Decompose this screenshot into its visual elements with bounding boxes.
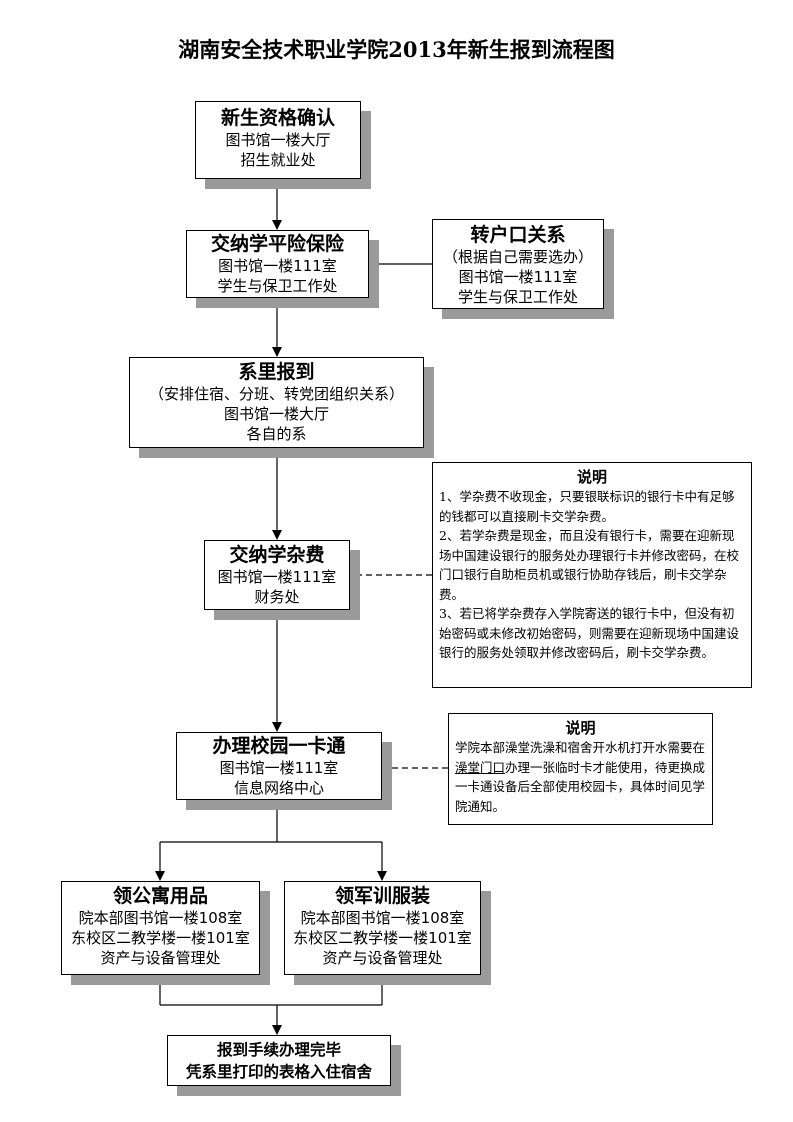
- note-item: 2、若学杂费是现金，而且没有银行卡，需要在迎新现场中国建设银行的服务处办理银行卡…: [439, 528, 740, 602]
- fees-note: 说明 1、学杂费不收现金，只要银联标识的银行卡中有足够的钱都可以直接刷卡交学杂费…: [432, 462, 752, 688]
- step-line: 图书馆一楼大厅: [225, 131, 331, 149]
- step-line: 学生与保卫工作处: [457, 288, 578, 306]
- step-line: 东校区二教学楼一楼101室: [71, 929, 250, 947]
- card-note: 说明 学院本部澡堂洗澡和宿舍开水机打开水需要在澡堂门口办理一张临时卡才能使用，待…: [448, 713, 713, 825]
- step-line: 东校区二教学楼一楼101室: [293, 929, 472, 947]
- note-title: 说明: [576, 468, 607, 486]
- step-fees: 交纳学杂费 图书馆一楼111室 财务处: [204, 540, 350, 610]
- step-line: 资产与设备管理处: [322, 949, 443, 967]
- final-line: 凭系里打印的表格入住宿舍: [185, 1063, 372, 1081]
- step-card: 办理校园一卡通 图书馆一楼111室 信息网络中心: [176, 732, 382, 800]
- note-item: 3、若已将学杂费存入学院寄送的银行卡中，但没有初始密码或未修改初始密码，则需要在…: [439, 606, 740, 660]
- step-line: （安排住宿、分班、转党团组织关系）: [148, 385, 404, 403]
- step-line: 图书馆一楼111室: [458, 268, 578, 286]
- step-uniform: 领军训服装 院本部图书馆一楼108室 东校区二教学楼一楼101室 资产与设备管理…: [284, 881, 481, 975]
- step-department: 系里报到 （安排住宿、分班、转党团组织关系） 图书馆一楼大厅 各自的系: [129, 357, 424, 448]
- page-title: 湖南安全技术职业学院2013年新生报到流程图: [178, 37, 615, 62]
- step-line: 各自的系: [246, 425, 307, 443]
- note-item: 1、学杂费不收现金，只要银联标识的银行卡中有足够的钱都可以直接刷卡交学杂费。: [439, 489, 735, 524]
- step-line: 图书馆一楼111室: [217, 568, 337, 586]
- step-insurance: 交纳学平险保险 图书馆一楼111室 学生与保卫工作处: [186, 230, 369, 298]
- note-text-before: 学院本部澡堂洗澡和宿舍开水机打开水需要在: [455, 740, 706, 755]
- step-line: 院本部图书馆一楼108室: [300, 909, 465, 927]
- final-line: 报到手续办理完毕: [216, 1041, 341, 1059]
- step-title: 系里报到: [238, 361, 315, 383]
- note-text-after: 办理一张临时卡才能使用，待更换成一卡通设备后全部使用校园卡，具体时间见学院通知。: [455, 759, 706, 814]
- note-text-underlined: 澡堂门口: [455, 759, 506, 775]
- note-title: 说明: [565, 719, 596, 737]
- step-line: （根据自己需要选办）: [442, 248, 593, 266]
- note-text: 学院本部澡堂洗澡和宿舍开水机打开水需要在澡堂门口办理一张临时卡才能使用，待更换成…: [455, 738, 706, 816]
- step-line: 信息网络中心: [233, 779, 324, 797]
- step-final: 报到手续办理完毕 凭系里打印的表格入住宿舍: [167, 1035, 391, 1086]
- step-title: 交纳学平险保险: [210, 233, 344, 255]
- step-hukou: 转户口关系 （根据自己需要选办） 图书馆一楼111室 学生与保卫工作处: [432, 219, 604, 309]
- step-line: 资产与设备管理处: [100, 949, 221, 967]
- step-line: 财务处: [254, 588, 300, 606]
- step-line: 图书馆一楼111室: [218, 257, 337, 275]
- step-supplies: 领公寓用品 院本部图书馆一楼108室 东校区二教学楼一楼101室 资产与设备管理…: [61, 881, 260, 975]
- step-title: 新生资格确认: [220, 107, 335, 129]
- step-title: 交纳学杂费: [229, 544, 325, 566]
- step-title: 领军训服装: [334, 885, 430, 907]
- step-title: 转户口关系: [470, 224, 566, 246]
- step-line: 学生与保卫工作处: [217, 277, 338, 295]
- step-line: 招生就业处: [240, 151, 316, 169]
- step-qualification: 新生资格确认 图书馆一楼大厅 招生就业处: [195, 101, 361, 179]
- step-line: 图书馆一楼大厅: [223, 405, 329, 423]
- step-line: 图书馆一楼111室: [219, 759, 339, 777]
- step-title: 领公寓用品: [112, 885, 208, 907]
- step-title: 办理校园一卡通: [212, 735, 346, 757]
- step-line: 院本部图书馆一楼108室: [78, 909, 243, 927]
